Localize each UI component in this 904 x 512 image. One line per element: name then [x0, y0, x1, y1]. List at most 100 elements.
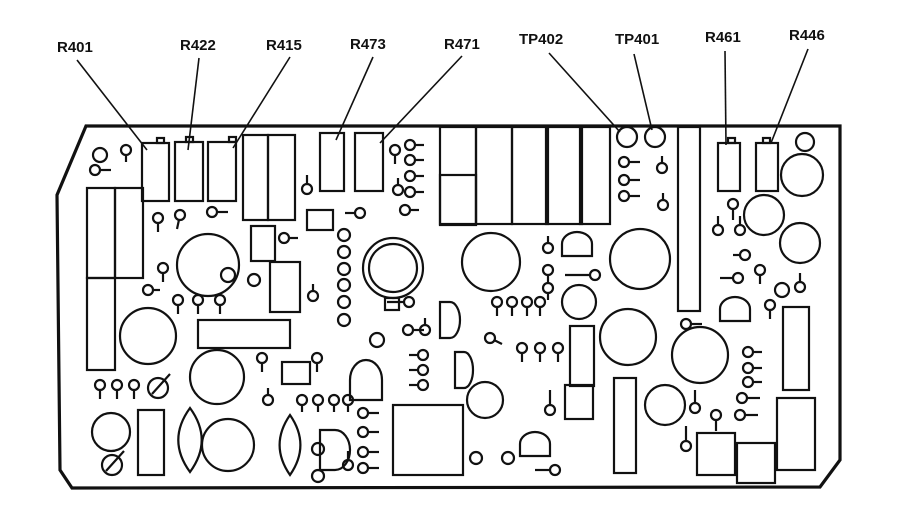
lead-component — [741, 361, 762, 375]
lead-component — [543, 390, 557, 417]
leader-line — [548, 52, 621, 133]
capacitor — [465, 380, 505, 420]
resistor-block — [280, 360, 312, 386]
lead-component — [255, 351, 269, 372]
lead-component — [551, 341, 565, 362]
lead-component — [356, 461, 379, 475]
capacitor — [336, 227, 352, 243]
lead-component — [341, 393, 355, 412]
lead-component — [565, 268, 602, 282]
callout-label-r415: R415 — [266, 37, 302, 54]
lead-component — [213, 293, 227, 314]
lead-component — [300, 175, 314, 196]
lead-component — [398, 203, 419, 217]
pin-tab — [761, 136, 772, 145]
lead-component — [310, 351, 324, 372]
resistor-block — [474, 125, 514, 226]
resistor-block — [85, 186, 117, 280]
lead-component — [753, 263, 767, 284]
lead-component — [356, 425, 379, 439]
resistor-block — [136, 408, 166, 477]
capacitor — [742, 193, 786, 237]
resistor-block — [113, 186, 145, 280]
trimmer — [146, 373, 171, 400]
callout-label-tp401: TP401 — [615, 31, 659, 48]
resistor-block — [676, 125, 702, 313]
resistor-block — [318, 131, 346, 193]
resistor-block — [85, 276, 117, 372]
resistor-block — [438, 173, 478, 227]
lead-component — [151, 211, 165, 232]
resistor-block — [266, 133, 297, 222]
resistor-block — [206, 140, 238, 203]
lead-component — [733, 408, 758, 422]
lead-component — [295, 393, 309, 412]
lead-component — [261, 388, 275, 407]
lead-component — [720, 271, 745, 285]
capacitor — [643, 383, 687, 427]
lead-component — [88, 163, 111, 177]
resistor-block — [716, 141, 742, 193]
lead-component — [490, 295, 504, 316]
capacitor — [560, 283, 598, 321]
lead-component — [277, 231, 298, 245]
transistor — [348, 358, 384, 402]
lead-component — [535, 463, 562, 477]
lead-component — [515, 341, 529, 362]
leader-line — [232, 56, 291, 149]
trimmer — [100, 450, 125, 477]
callout-label-r473: R473 — [350, 36, 386, 53]
capacitor — [200, 417, 256, 473]
lead-component — [311, 393, 325, 412]
capacitor — [91, 146, 109, 164]
capacitor — [219, 266, 237, 284]
lead-component — [327, 393, 341, 412]
lead-component — [110, 378, 124, 399]
capacitor — [460, 231, 522, 293]
lead-component — [741, 375, 762, 389]
capacitor — [368, 331, 386, 349]
leader-line — [633, 53, 653, 131]
lead-component — [403, 169, 424, 183]
lead-component — [409, 378, 430, 392]
lead-component — [403, 185, 424, 199]
lead-component — [205, 205, 228, 219]
lead-component — [541, 263, 555, 284]
transistor — [453, 350, 475, 390]
lead-component — [418, 318, 432, 337]
lead-component — [709, 408, 723, 431]
resistor-block — [173, 140, 205, 203]
capacitor — [336, 312, 352, 328]
lead-component — [356, 445, 379, 459]
capacitor — [118, 306, 178, 366]
leader-line — [724, 50, 727, 146]
lead-component — [793, 273, 807, 294]
lead-component — [401, 323, 424, 337]
lead-component — [409, 348, 430, 362]
lead-component — [483, 331, 503, 345]
transistor — [438, 300, 462, 340]
lead-component — [735, 391, 760, 405]
resistor-block — [196, 318, 292, 350]
resistor-block — [568, 324, 596, 388]
capacitor — [310, 468, 326, 484]
capacitor — [598, 307, 658, 367]
resistor-block — [544, 125, 584, 226]
pin-tab — [227, 135, 238, 144]
leader-line — [187, 57, 200, 151]
resistor-block — [249, 224, 277, 263]
capacitor — [779, 152, 825, 198]
transistor — [560, 230, 594, 258]
resistor-block — [305, 208, 335, 232]
resistor-block — [754, 141, 780, 193]
lead-component — [93, 378, 107, 399]
lead-component — [617, 155, 640, 169]
callout-label-r446: R446 — [789, 27, 825, 44]
lead-component — [191, 293, 205, 314]
pin-tab — [155, 136, 166, 145]
capacitor — [500, 450, 516, 466]
resistor-block — [775, 396, 817, 472]
capacitor — [670, 325, 730, 385]
capacitor — [608, 227, 672, 291]
